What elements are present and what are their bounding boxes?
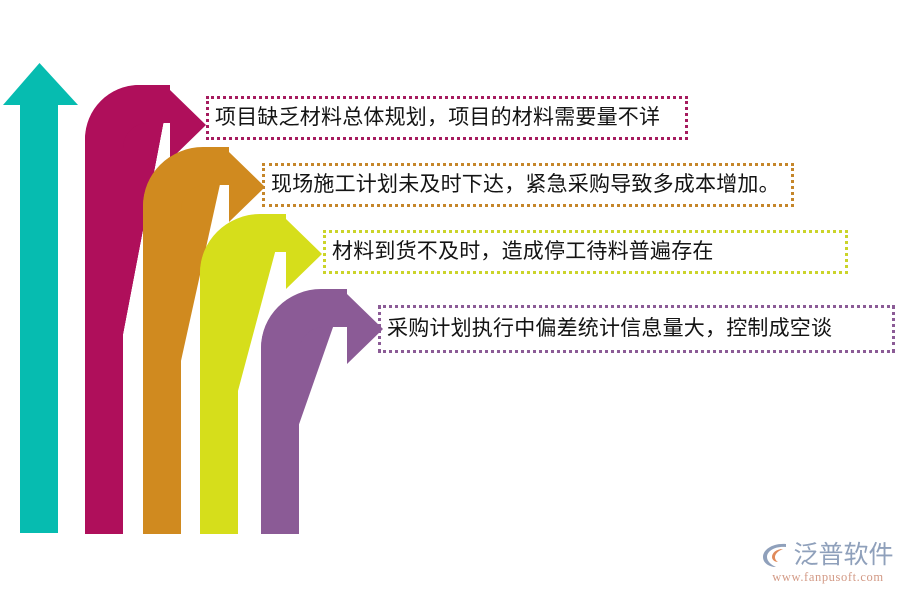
callout-box-2: 现场施工计划未及时下达，紧急采购导致多成本增加。 <box>262 163 794 207</box>
watermark-brand-row: 泛普软件 <box>762 540 894 569</box>
callout-box-3: 材料到货不及时，造成停工待料普遍存在 <box>323 230 848 274</box>
bent-arrows-group <box>85 85 383 534</box>
watermark: 泛普软件 www.fanpusoft.com <box>762 534 894 592</box>
fanpu-swirl-logo-icon <box>763 543 787 567</box>
callout-text-3: 材料到货不及时，造成停工待料普遍存在 <box>332 239 714 264</box>
callout-text-1: 项目缺乏材料总体规划，项目的材料需要量不详 <box>215 105 661 130</box>
bent-arrow-4-final <box>261 289 383 534</box>
upward-trunk-arrow <box>3 63 78 533</box>
callout-text-4: 采购计划执行中偏差统计信息量大，控制成空谈 <box>387 316 833 341</box>
bent-arrow-3-final <box>200 214 322 534</box>
callout-text-2: 现场施工计划未及时下达，紧急采购导致多成本增加。 <box>271 172 780 197</box>
callout-box-4: 采购计划执行中偏差统计信息量大，控制成空谈 <box>378 305 895 353</box>
bent-arrow-2-final <box>143 147 265 534</box>
callout-box-1: 项目缺乏材料总体规划，项目的材料需要量不详 <box>206 96 688 140</box>
watermark-brand-text: 泛普软件 <box>793 540 894 569</box>
watermark-url-text: www.fanpusoft.com <box>772 569 884 584</box>
bent-arrow-1-final <box>85 85 206 534</box>
